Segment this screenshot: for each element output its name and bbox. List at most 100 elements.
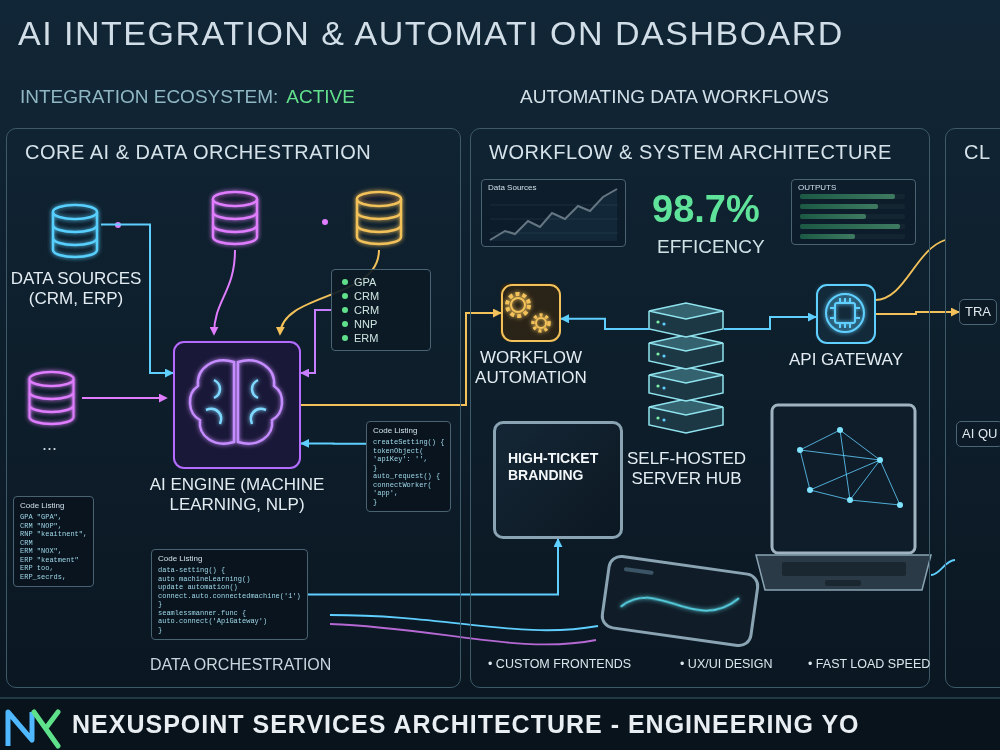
workflow-gears-part-part [533,315,549,331]
device-wires-part [875,240,945,300]
connectors [101,225,959,595]
box-label: AI QU [962,426,997,442]
connector-arrow [301,310,331,373]
code-line: 'apiKey': '', [373,455,444,464]
footer-band-part [0,698,1000,750]
ai-engine-icon-part [172,340,300,468]
phone-part [624,567,654,575]
feature-bullet: • FAST LOAD SPEED [808,657,930,671]
feature-bullet: • UX/UI DESIGN [680,657,773,671]
small-box: AI QU [956,421,1000,447]
footer-band-part [34,712,58,746]
feed-lines-part [214,250,235,334]
server-stack-part [649,399,723,433]
code-line: } [373,464,444,473]
metric-value: 98.7% [652,188,760,231]
list-item: ERM [342,331,420,345]
laptop-part [800,430,900,505]
ellipsis: ... [42,434,57,455]
laptop-part [825,580,861,586]
feed-lines-part [82,397,166,399]
footer-band-part [8,712,32,746]
code-line: } [158,600,301,609]
node-label: DATA SOURCES (CRM, ERP) [6,269,146,310]
section-label: DATA ORCHESTRATION [150,656,331,674]
footer-band-part [0,697,1000,699]
screen-text: HIGH-TICKET BRANDING [508,450,610,484]
metric-label: EFFICENCY [657,236,765,258]
device-wires-part [330,624,596,644]
code-line: data-setting() { [158,566,301,575]
panel-heading: WORKFLOW & SYSTEM ARCHITECTURE [471,129,929,164]
laptop-part [782,562,906,576]
section-panel: CORE AI & DATA ORCHESTRATION DATA SOURCES… [6,128,461,688]
api-gateway-chip [815,283,875,343]
laptop [756,405,931,590]
box-caption: OUTPUTS [798,183,909,193]
ai-engine-icon [172,340,300,468]
ai-engine-icon-part-part [190,360,234,443]
laptop-part-part [877,457,883,463]
code-heading: Code Listing [373,426,444,436]
workflow-gears-part-part [507,294,529,316]
laptop-part-part [897,502,903,508]
code-line: update automation() [158,583,301,592]
connector-arrow [876,312,959,314]
workflow-gears-part [500,283,560,341]
code-listing: Code ListingcreateSetting() {tokenObject… [366,421,451,512]
workflow-gears-part-part [536,318,546,328]
code-line: } [373,498,444,507]
list-item: CRM [342,303,420,317]
connector-arrow [724,317,816,329]
connector-arrow [561,319,649,329]
api-gateway-chip-part-part [826,294,864,332]
laptop-part-part [837,427,843,433]
server-stack-part [649,303,723,337]
data-cylinders-part [213,192,257,244]
node-label: WORKFLOW AUTOMATION [466,348,596,389]
phone-part [621,582,739,623]
code-line: GPA "GPA", [20,513,87,522]
device-wires-part [330,615,598,630]
device-wires [330,240,955,644]
code-line: ERP too, [20,564,87,573]
server-stack [649,303,723,433]
list-item: GPA [342,275,420,289]
code-line: connect.auto.connectedmachine('1') [158,592,301,601]
laptop-part-part [797,447,803,453]
panel-heading: CORE AI & DATA ORCHESTRATION [7,129,460,164]
code-line: connectWorker( [373,481,444,490]
icon-box: AI ENGINE (MACHINE LEARNING, NLP) [173,341,301,469]
node-label: SELF-HOSTED SERVER HUB [612,449,762,490]
footer-caption: NEXUSPOINT SERVICES ARCHITECTURE - ENGIN… [72,710,860,739]
laptop-part [772,405,915,553]
phone-part [601,555,760,647]
code-line: CRM "NOP", [20,522,87,531]
chart-box: OUTPUTS [791,179,916,245]
phone [601,555,760,647]
status-label: INTEGRATION ECOSYSTEM: [20,86,278,108]
laptop-part-part [847,497,853,503]
icon-node: DATA SOURCES (CRM, ERP) [51,205,101,261]
workflow-gears [500,283,560,341]
ai-engine-icon-part [190,360,282,443]
icon-box: WORKFLOW AUTOMATION [501,284,561,342]
code-line: } [158,626,301,635]
server-stack-part [649,335,723,369]
status-value: ACTIVE [286,86,355,108]
workflow-gears-part-part [511,298,525,312]
connector-arrow [301,442,366,444]
box-caption: Data Sources [488,183,619,193]
code-line: auto.connect('ApiGateway') [158,617,301,626]
subtitle: AUTOMATING DATA WORKFLOWS [520,86,829,108]
list-box: GPACRMCRMNNPERM [331,269,431,351]
tablet-screen: HIGH-TICKET BRANDING [493,421,623,539]
api-gateway-chip-part-part [835,303,855,323]
code-line: ERP "keatment" [20,556,87,565]
chart-box: Data Sources [481,179,626,247]
code-line: ERM "NOX", [20,547,87,556]
api-gateway-chip-part [826,294,864,332]
feed-lines-part [322,219,328,225]
